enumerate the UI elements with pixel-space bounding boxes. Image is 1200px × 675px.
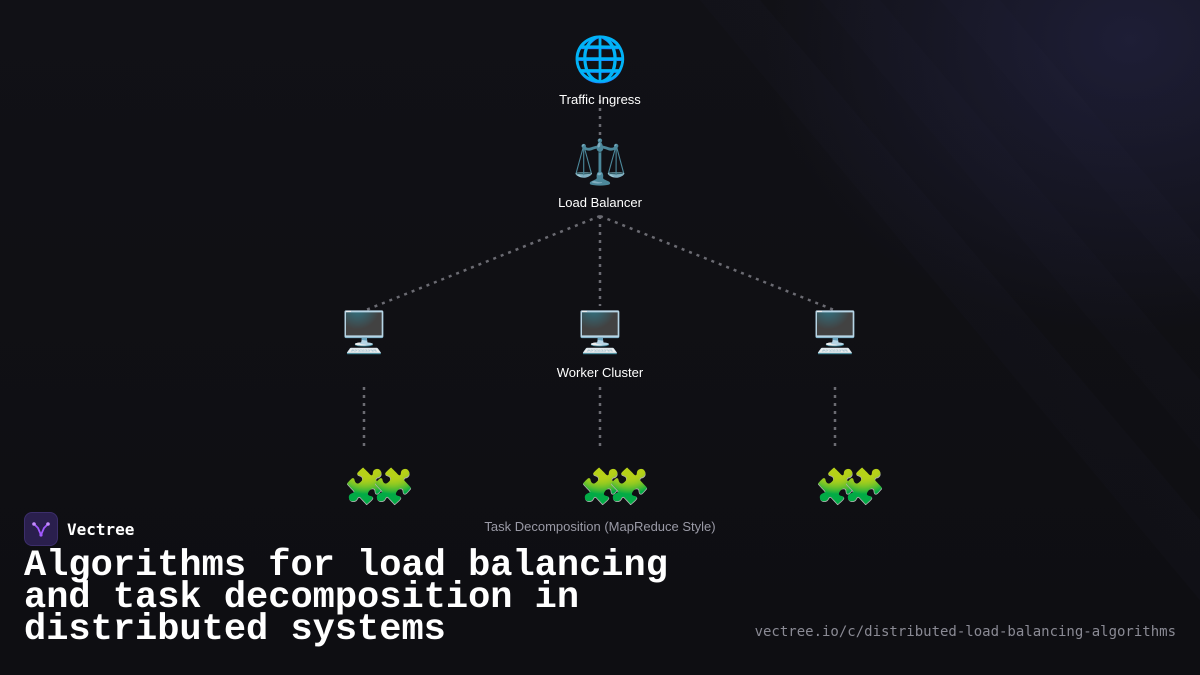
brand[interactable]: Vectree — [24, 512, 134, 546]
puzzle-piece-icon: 🧩 — [372, 468, 415, 506]
scales-icon: ⚖️ — [572, 138, 628, 187]
globe-icon: 🌐 — [572, 35, 628, 84]
puzzle-piece-icon: 🧩 — [815, 468, 858, 506]
page-url[interactable]: vectree.io/c/distributed-load-balancing-… — [754, 624, 1176, 640]
desktop-computer-icon: 🖥️ — [810, 311, 860, 355]
task-group-left: 🧩 🧩 — [344, 470, 424, 514]
desktop-computer-icon: 🖥️ — [339, 311, 389, 355]
ingress-label: Traffic Ingress — [559, 92, 641, 107]
desktop-computer-icon: 🖥️ — [575, 311, 625, 355]
brand-name: Vectree — [67, 519, 135, 539]
puzzle-piece-icon: 🧩 — [843, 468, 886, 506]
task-group-right: 🧩 🧩 — [815, 470, 895, 514]
connector-balancer-worker-left — [365, 214, 601, 312]
diagram-caption: Task Decomposition (MapReduce Style) — [484, 519, 716, 534]
worker-cluster-label: Worker Cluster — [556, 365, 644, 380]
puzzle-piece-icon: 🧩 — [344, 468, 387, 506]
balancer-label: Load Balancer — [558, 195, 642, 210]
puzzle-piece-icon: 🧩 — [580, 468, 623, 506]
connector-balancer-worker-right — [599, 214, 835, 312]
vectree-logo-icon — [24, 512, 58, 546]
page-title: Algorithms for load balancing and task d… — [24, 545, 668, 651]
task-group-center: 🧩 🧩 — [580, 470, 660, 514]
puzzle-piece-icon: 🧩 — [608, 468, 651, 506]
